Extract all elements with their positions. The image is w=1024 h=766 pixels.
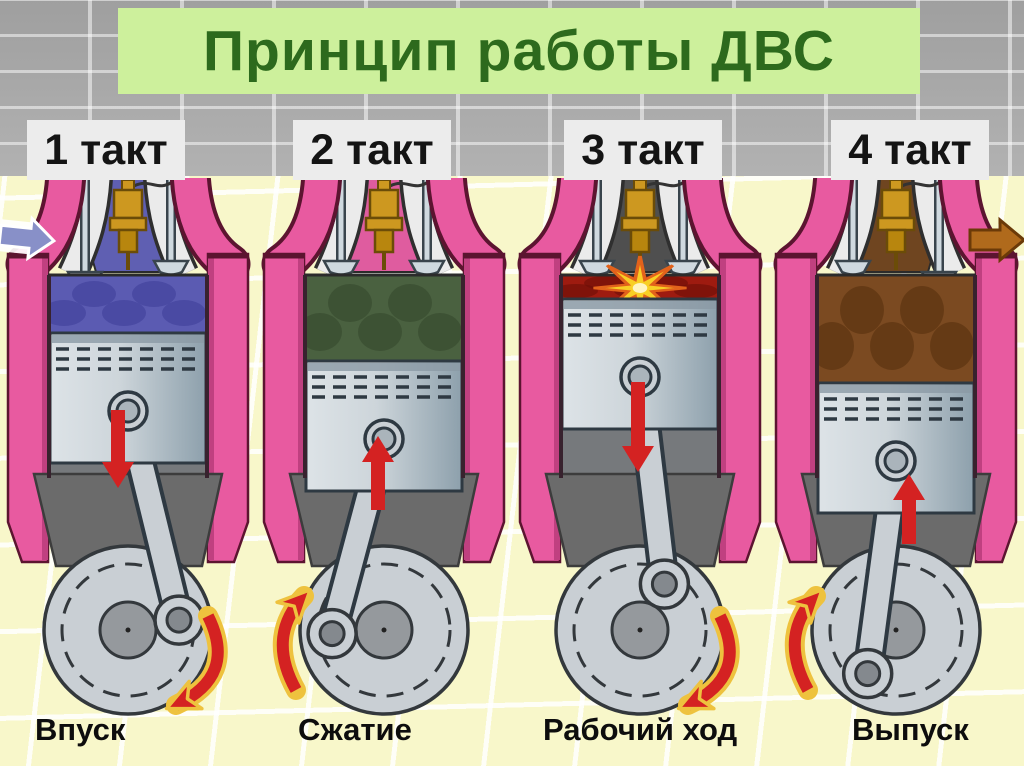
slide-title: Принцип работы ДВС (118, 8, 920, 94)
spark-plug (876, 179, 941, 270)
engine-diagram-1 (0, 178, 256, 730)
gas-charge (304, 275, 464, 361)
engine-svg (261, 178, 507, 716)
intake-valve (577, 178, 617, 276)
engine-block (517, 178, 763, 564)
gas-charge (48, 275, 208, 333)
tact-label-2: 2 такт (293, 120, 451, 180)
tact-label-4: 4 такт (831, 120, 989, 180)
engine-diagram-2 (256, 178, 512, 730)
spark-plug (620, 179, 685, 270)
spark-plug (364, 179, 429, 270)
tact-label-3: 3 такт (564, 120, 722, 180)
rotation-arrow (676, 606, 740, 715)
piston-arrow (893, 474, 925, 544)
crank-pin (638, 558, 691, 610)
engine-svg (773, 178, 1024, 716)
crank-pin (153, 594, 205, 646)
spark-plug-wire (133, 180, 173, 188)
intake-arrow (0, 215, 57, 262)
spark-plug-wire (645, 180, 685, 188)
exhaust-valve (663, 178, 703, 276)
engine-svg (0, 178, 251, 716)
crankcase (544, 472, 736, 568)
tact-label-1: 1 такт (27, 120, 185, 180)
engine-block (5, 178, 251, 564)
crank-pin (306, 607, 358, 660)
crank-pin (841, 647, 894, 700)
rotation-arrow (164, 606, 228, 715)
exhaust-valve (151, 178, 191, 276)
piston (48, 331, 208, 465)
piston-arrow (102, 410, 134, 488)
intake-valve (833, 178, 873, 276)
gas-charge (816, 275, 976, 383)
stroke-name-2: Сжатие (298, 712, 412, 747)
exhaust-valve (407, 178, 447, 276)
engine-diagram-3 (512, 178, 768, 730)
stroke-name-3: Рабочий ход (543, 712, 738, 747)
piston-arrow (362, 436, 394, 510)
piston-arrow (622, 382, 654, 472)
exhaust-arrow (968, 216, 1024, 264)
engine-diagram-4 (768, 178, 1024, 730)
stroke-name-4: Выпуск (852, 712, 969, 747)
spark-plug-wire (901, 180, 941, 188)
spark-plug-wire (389, 180, 429, 188)
rotation-arrow (272, 586, 314, 700)
piston (816, 381, 976, 515)
engine-block (261, 178, 507, 564)
rotation-arrow (784, 586, 826, 700)
spark-plug (108, 179, 173, 270)
engine-svg (517, 178, 763, 716)
stroke-name-1: Впуск (35, 712, 126, 747)
